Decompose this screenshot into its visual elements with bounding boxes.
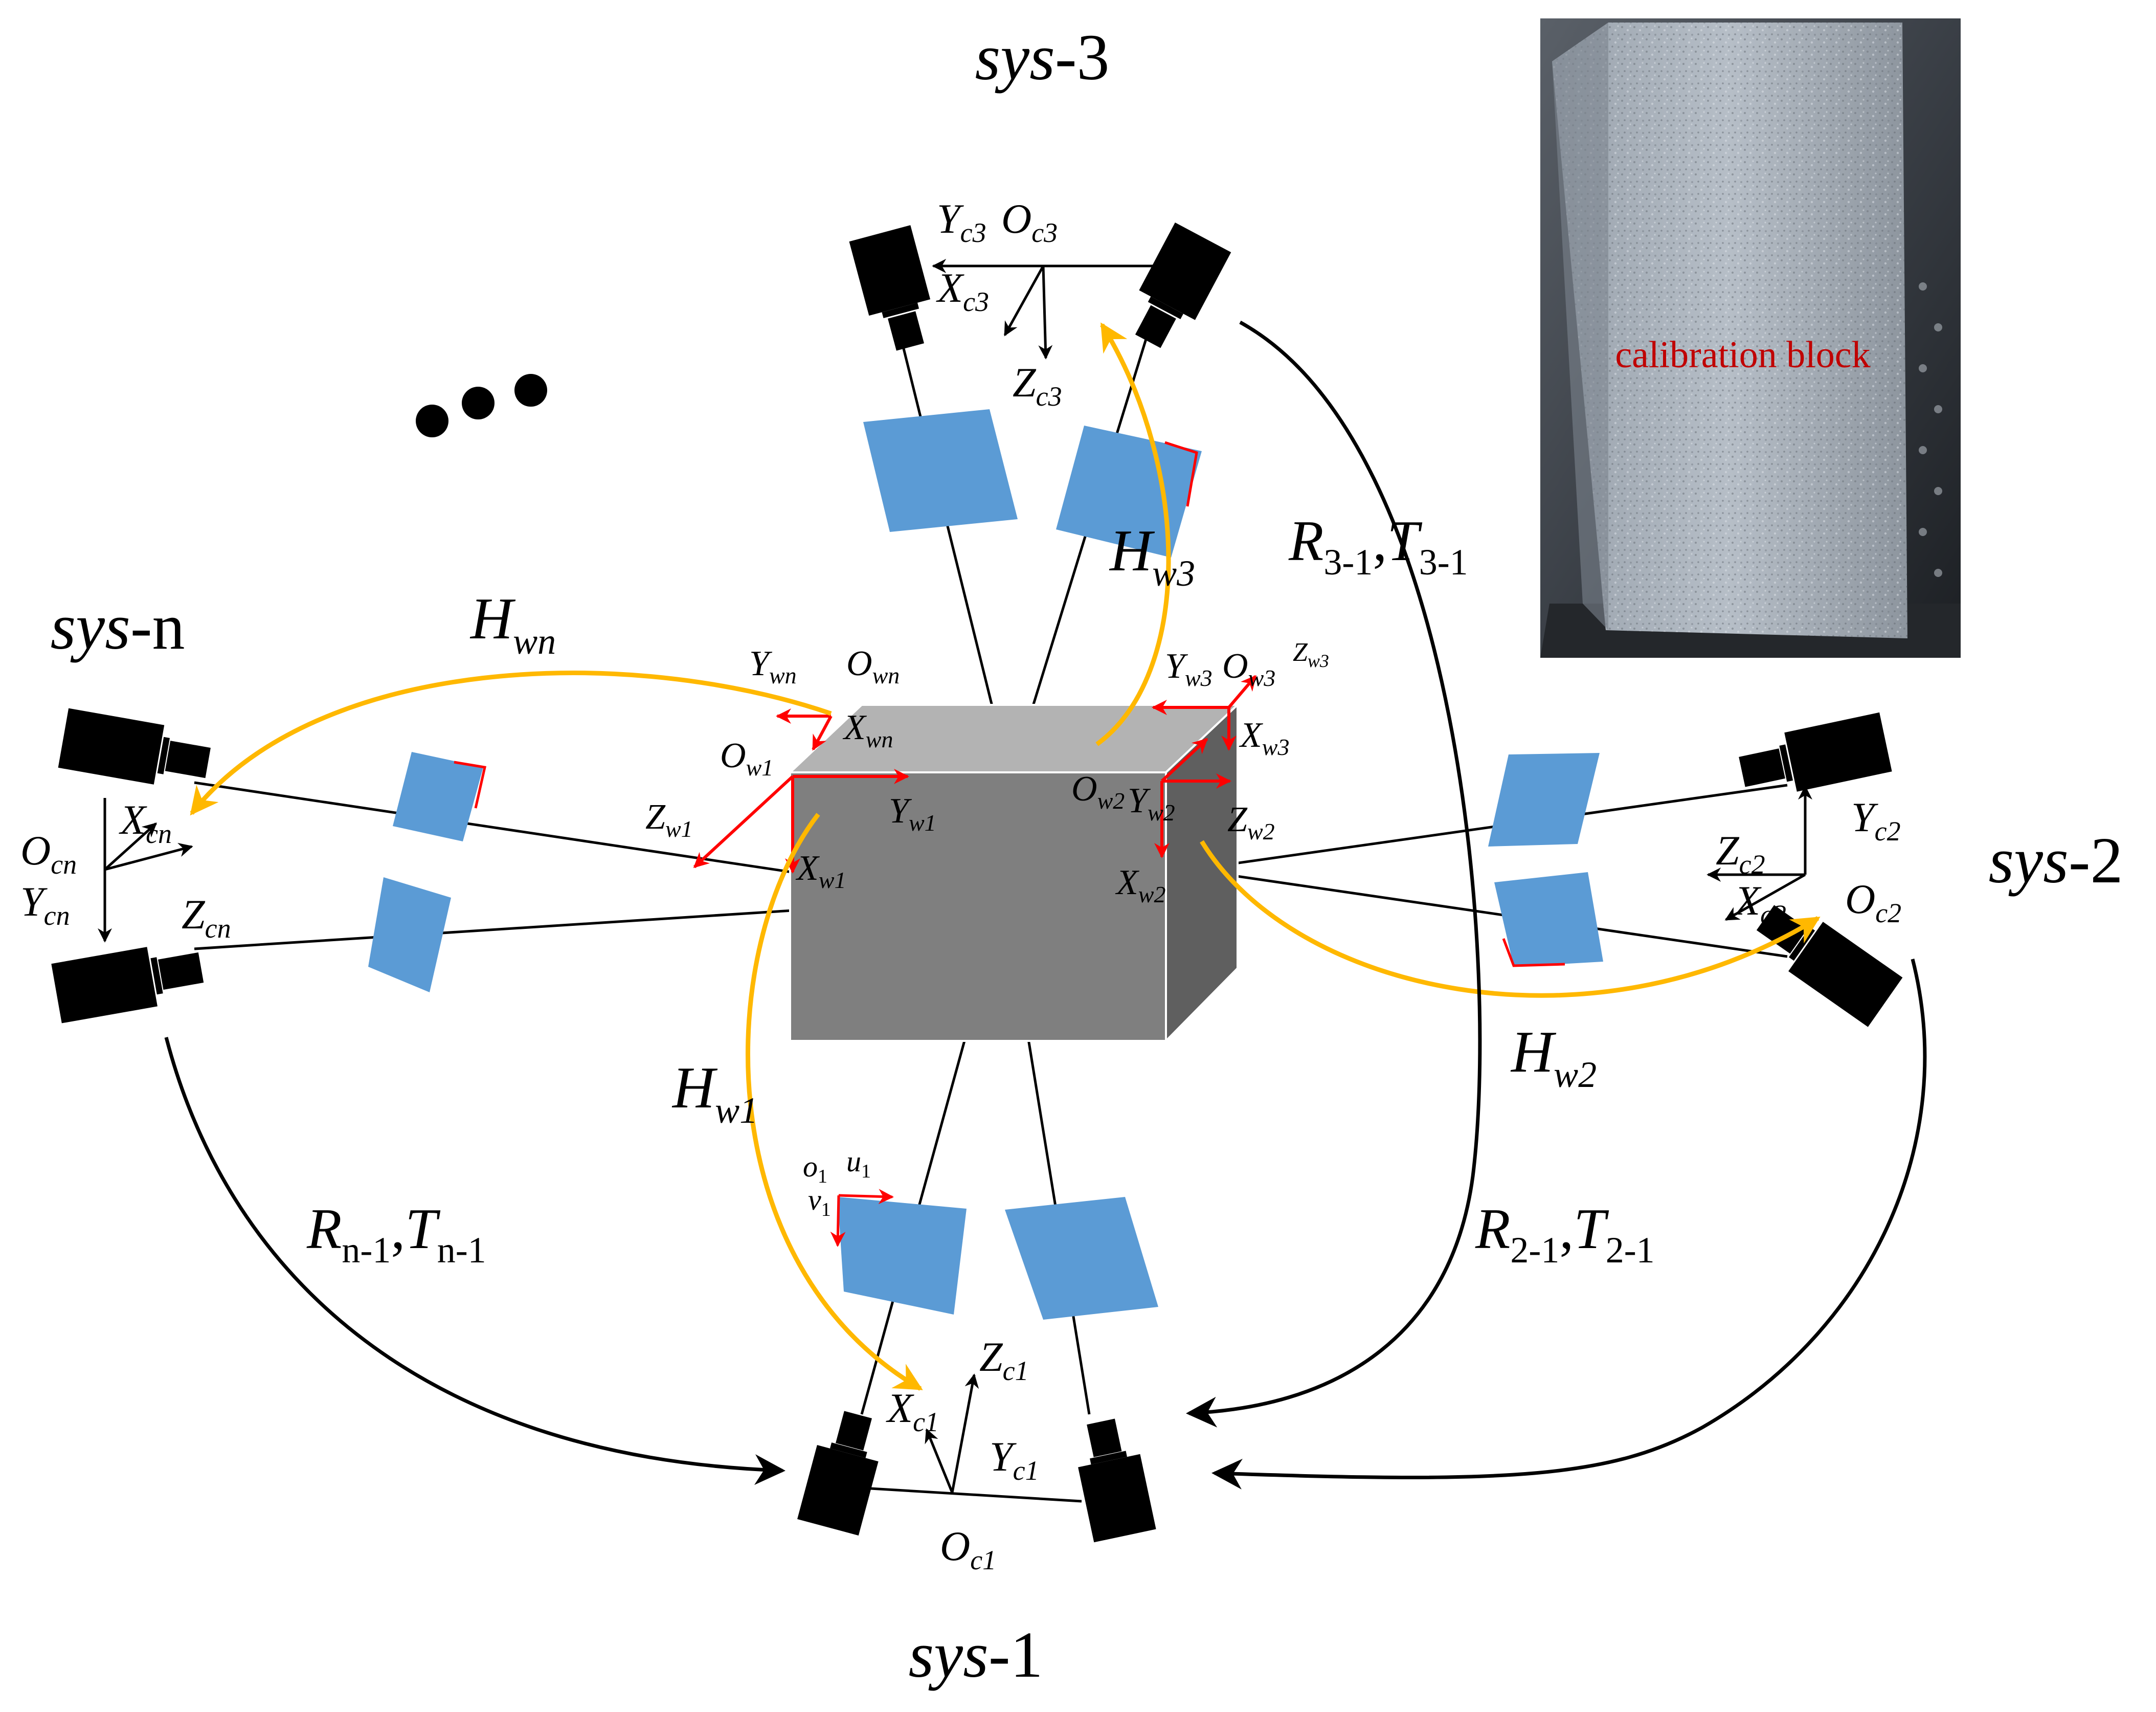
svg-text:Yw3: Yw3 (1165, 647, 1212, 691)
camera-sys1-left (797, 1411, 879, 1536)
camera-sys3-right (1135, 223, 1231, 348)
svg-text:Own: Own (846, 644, 900, 688)
svg-text:Xw2: Xw2 (1115, 863, 1165, 907)
svg-text:Xw3: Xw3 (1239, 716, 1289, 760)
svg-text:Ow3: Ow3 (1222, 647, 1275, 691)
hwn-arrow (190, 671, 832, 816)
sys1-label: sys-1 (908, 1618, 1043, 1691)
hw1-label: Hw1 (671, 1055, 758, 1131)
svg-text:Ywn: Ywn (749, 644, 797, 688)
svg-text:Zcn: Zcn (182, 891, 231, 944)
hwn-label: Hwn (469, 586, 556, 662)
svg-text:Yc1: Yc1 (990, 1433, 1039, 1486)
c2-axis-labels: Zc2 Yc2 Xc2 Oc2 (1716, 794, 1901, 930)
w2-axis-labels: Yw2 Ow2 Zw2 Xw2 (1071, 769, 1275, 907)
image-plane (863, 409, 1018, 532)
svg-text:Xw1: Xw1 (795, 849, 846, 893)
svg-text:Oc1: Oc1 (940, 1523, 996, 1575)
camera-sys1-right (1078, 1418, 1156, 1543)
svg-text:Zw3: Zw3 (1293, 638, 1329, 671)
hw1-arrow (746, 813, 923, 1391)
camera-axes-c2 (1706, 785, 1812, 921)
image-plane (393, 752, 483, 841)
image-plane (1494, 872, 1603, 967)
orange-transform-arrows (190, 322, 1821, 1391)
camera-axes-c3 (932, 259, 1153, 360)
image-axis-labels: o1 u1 v1 (803, 1145, 871, 1220)
svg-text:Ocn: Ocn (20, 827, 77, 880)
camera-sys2-top (1739, 712, 1892, 792)
w3-axis-labels: Yw3 Ow3 Zw3 Xw3 (1165, 638, 1329, 760)
camera-axes-c1 (870, 1373, 1082, 1503)
svg-text:Zc1: Zc1 (979, 1333, 1029, 1386)
r31-label: R3-1,T3-1 (1288, 509, 1468, 583)
svg-text:Xcn: Xcn (119, 796, 172, 849)
camera-sysn-top (58, 708, 211, 785)
svg-text:Zc2: Zc2 (1716, 827, 1765, 880)
svg-text:Xwn: Xwn (842, 708, 893, 752)
svg-text:Yc3: Yc3 (937, 195, 986, 248)
w1-axis-labels: Ow1 Yw1 Zw1 Xw1 (645, 736, 936, 893)
sysn-label: sys-n (50, 590, 185, 663)
svg-text:Zc3: Zc3 (1013, 359, 1062, 412)
image-plane (368, 877, 451, 992)
wn-axis-labels: Ywn Own Xwn (749, 644, 900, 752)
svg-text:v1: v1 (808, 1183, 831, 1220)
svg-text:Oc2: Oc2 (1845, 876, 1901, 928)
hw3-arrow (1095, 322, 1171, 746)
rn1-label: Rn-1,Tn-1 (306, 1197, 486, 1271)
svg-text:Xc1: Xc1 (886, 1385, 939, 1437)
photo-caption: calibration block (1615, 334, 1870, 376)
svg-text:Zw1: Zw1 (645, 797, 693, 842)
hw3-label: Hw3 (1109, 518, 1195, 594)
r21-label: R2-1,T2-1 (1475, 1197, 1655, 1271)
rt-arrows (164, 320, 1927, 1489)
calibration-block-3d (787, 702, 1241, 1043)
c1-axis-labels: Zc1 Xc1 Yc1 Oc1 (886, 1333, 1039, 1575)
svg-text:Oc3: Oc3 (1001, 195, 1058, 248)
svg-text:Ow2: Ow2 (1071, 769, 1125, 814)
rn1-arrow (164, 1037, 785, 1485)
svg-text:Xc3: Xc3 (936, 264, 989, 317)
calibration-block-photo: calibration block (1540, 18, 1961, 658)
camera-axes-cn (98, 798, 193, 943)
svg-text:Yw1: Yw1 (889, 791, 936, 836)
svg-text:u1: u1 (846, 1145, 871, 1182)
image-plane (1488, 753, 1600, 847)
image-plane (1005, 1197, 1158, 1320)
svg-text:Zw2: Zw2 (1227, 800, 1275, 844)
ellipsis-dots (416, 374, 547, 437)
cn-axis-labels: Xcn Ocn Ycn Zcn (20, 796, 231, 944)
camera-sysn-bottom (51, 947, 204, 1024)
svg-text:Ycn: Ycn (20, 878, 70, 931)
r21-arrow (1211, 959, 1927, 1489)
svg-text:Xc2: Xc2 (1733, 877, 1786, 930)
svg-text:Yw2: Yw2 (1128, 781, 1175, 826)
svg-text:Ow1: Ow1 (720, 736, 773, 781)
camera-sys3-left (849, 225, 931, 351)
sys2-label: sys-2 (1988, 824, 2123, 897)
plane-corner-axes (454, 441, 1565, 1247)
svg-text:o1: o1 (803, 1150, 827, 1187)
svg-text:Yc2: Yc2 (1851, 794, 1901, 847)
c3-axis-labels: Yc3 Oc3 Xc3 Zc3 (936, 195, 1062, 412)
r31-arrow (1186, 320, 1482, 1428)
sys3-label: sys-3 (975, 21, 1109, 94)
hw2-arrow (1200, 840, 1821, 998)
hw2-label: Hw2 (1510, 1019, 1597, 1095)
image-plane (838, 1197, 967, 1315)
